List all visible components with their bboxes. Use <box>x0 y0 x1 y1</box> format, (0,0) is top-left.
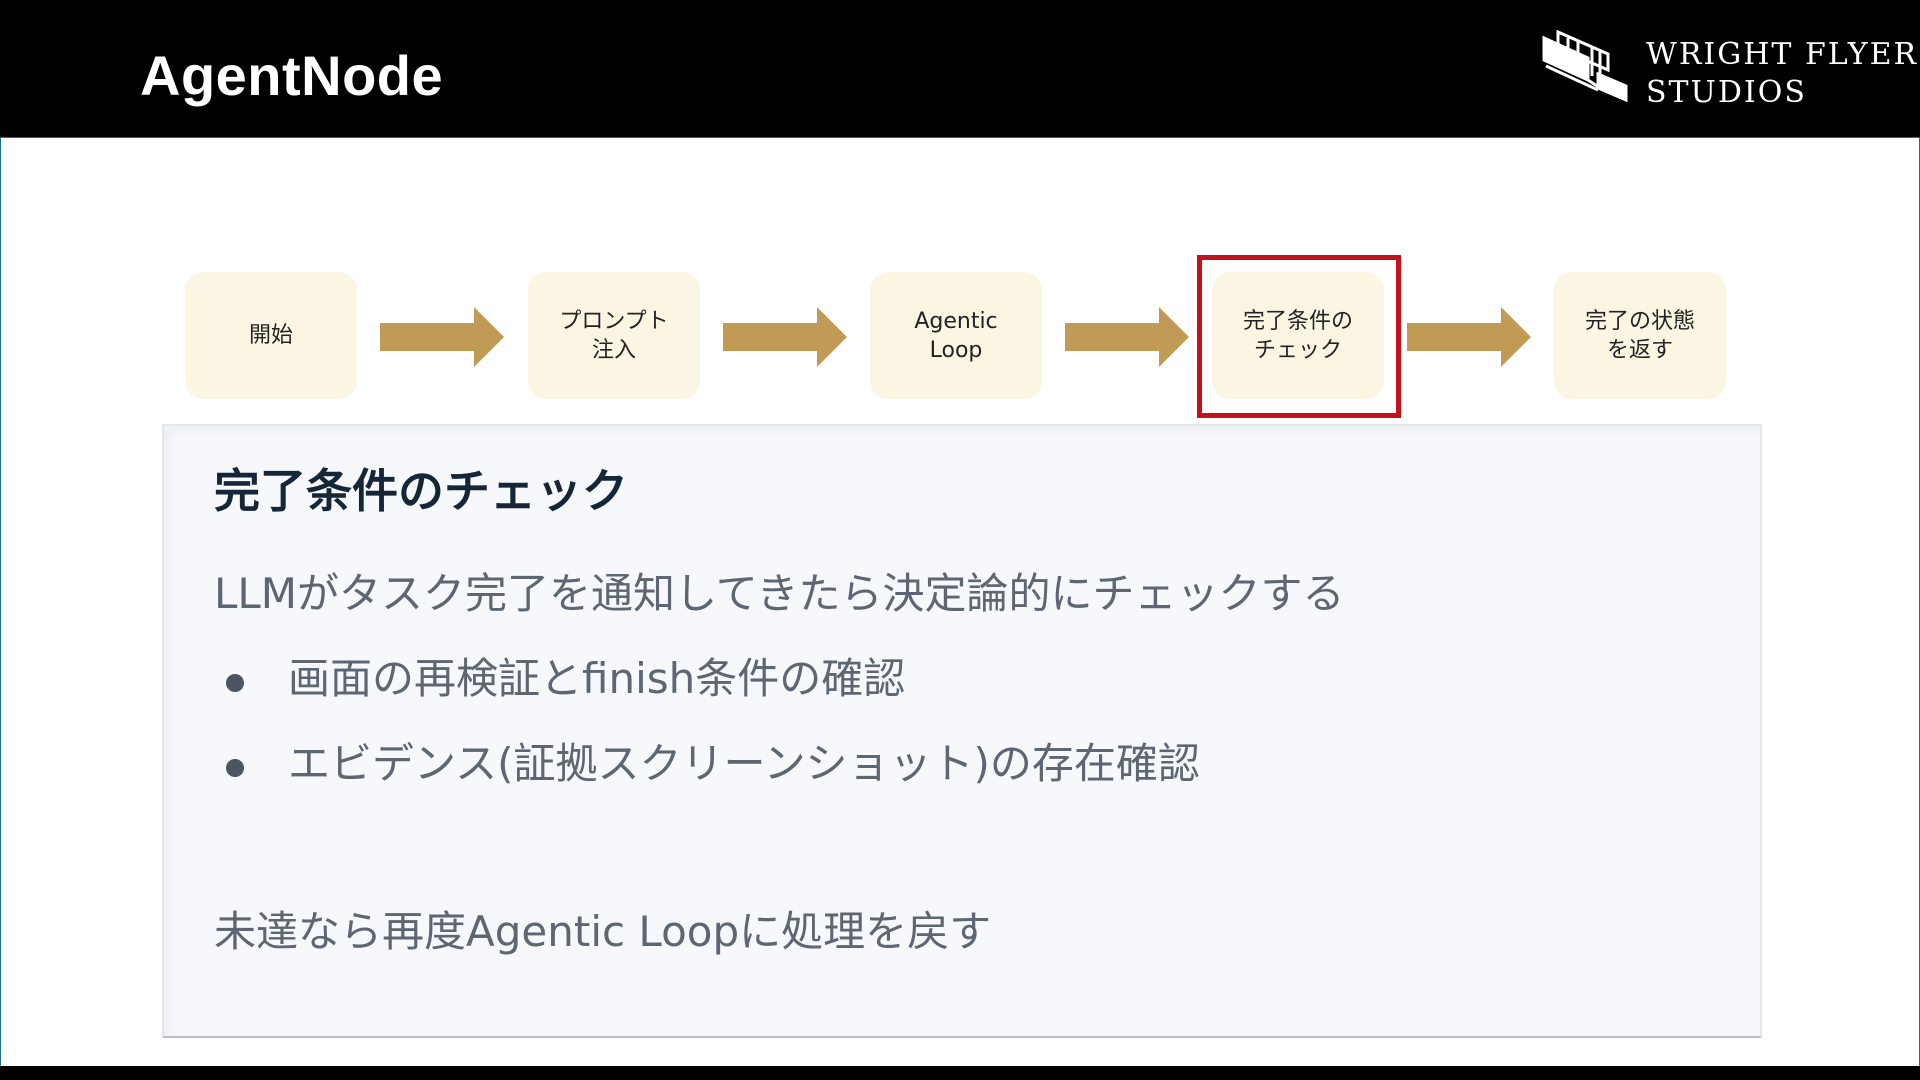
logo-line-2: STUDIOS <box>1646 75 1807 110</box>
detail-bullet: エビデンス(証拠スクリーンショット)の存在確認 <box>288 739 1200 788</box>
slide-title: AgentNode <box>140 44 444 107</box>
logo-line-1: WRIGHT FLYER <box>1646 37 1919 72</box>
detail-footer: 未達なら再度Agentic Loopに処理を戻す <box>214 907 992 956</box>
detail-intro: LLMがタスク完了を通知してきたら決定論的にチェックする <box>214 569 1345 618</box>
flow-step-completion-check: 完了条件の チェック <box>1212 272 1384 399</box>
header-bar: AgentNode WRIGHT FLYER STUDIOS <box>0 0 1920 137</box>
flow-arrow-icon <box>1065 307 1189 367</box>
flow-arrow-icon <box>380 307 504 367</box>
process-flow: 開始 プロンプト 注入 Agentic Loop 完了条件の チェック 完了の状… <box>185 255 1730 418</box>
detail-bullet: 画面の再検証とfinish条件の確認 <box>288 654 906 703</box>
flow-step-prompt-injection: プロンプト 注入 <box>528 272 700 399</box>
flow-step-agentic-loop: Agentic Loop <box>870 272 1042 399</box>
bottom-strip <box>0 1066 1920 1080</box>
flow-step-start: 開始 <box>185 272 357 399</box>
flow-step-return-status: 完了の状態 を返す <box>1554 272 1726 399</box>
detail-panel: 完了条件のチェック LLMがタスク完了を通知してきたら決定論的にチェックする 画… <box>162 424 1762 1038</box>
flow-arrow-icon <box>1407 307 1531 367</box>
biplane-logo-icon <box>1542 29 1628 103</box>
bullet-dot-icon <box>226 674 244 692</box>
current-step-highlight <box>1197 255 1401 418</box>
logo-wordmark: WRIGHT FLYER STUDIOS <box>1646 36 1918 112</box>
flow-arrow-icon <box>723 307 847 367</box>
bullet-dot-icon <box>226 759 244 777</box>
slide-content: 開始 プロンプト 注入 Agentic Loop 完了条件の チェック 完了の状… <box>0 137 1920 1068</box>
company-logo: WRIGHT FLYER STUDIOS <box>1538 28 1916 112</box>
detail-title: 完了条件のチェック <box>214 464 628 518</box>
